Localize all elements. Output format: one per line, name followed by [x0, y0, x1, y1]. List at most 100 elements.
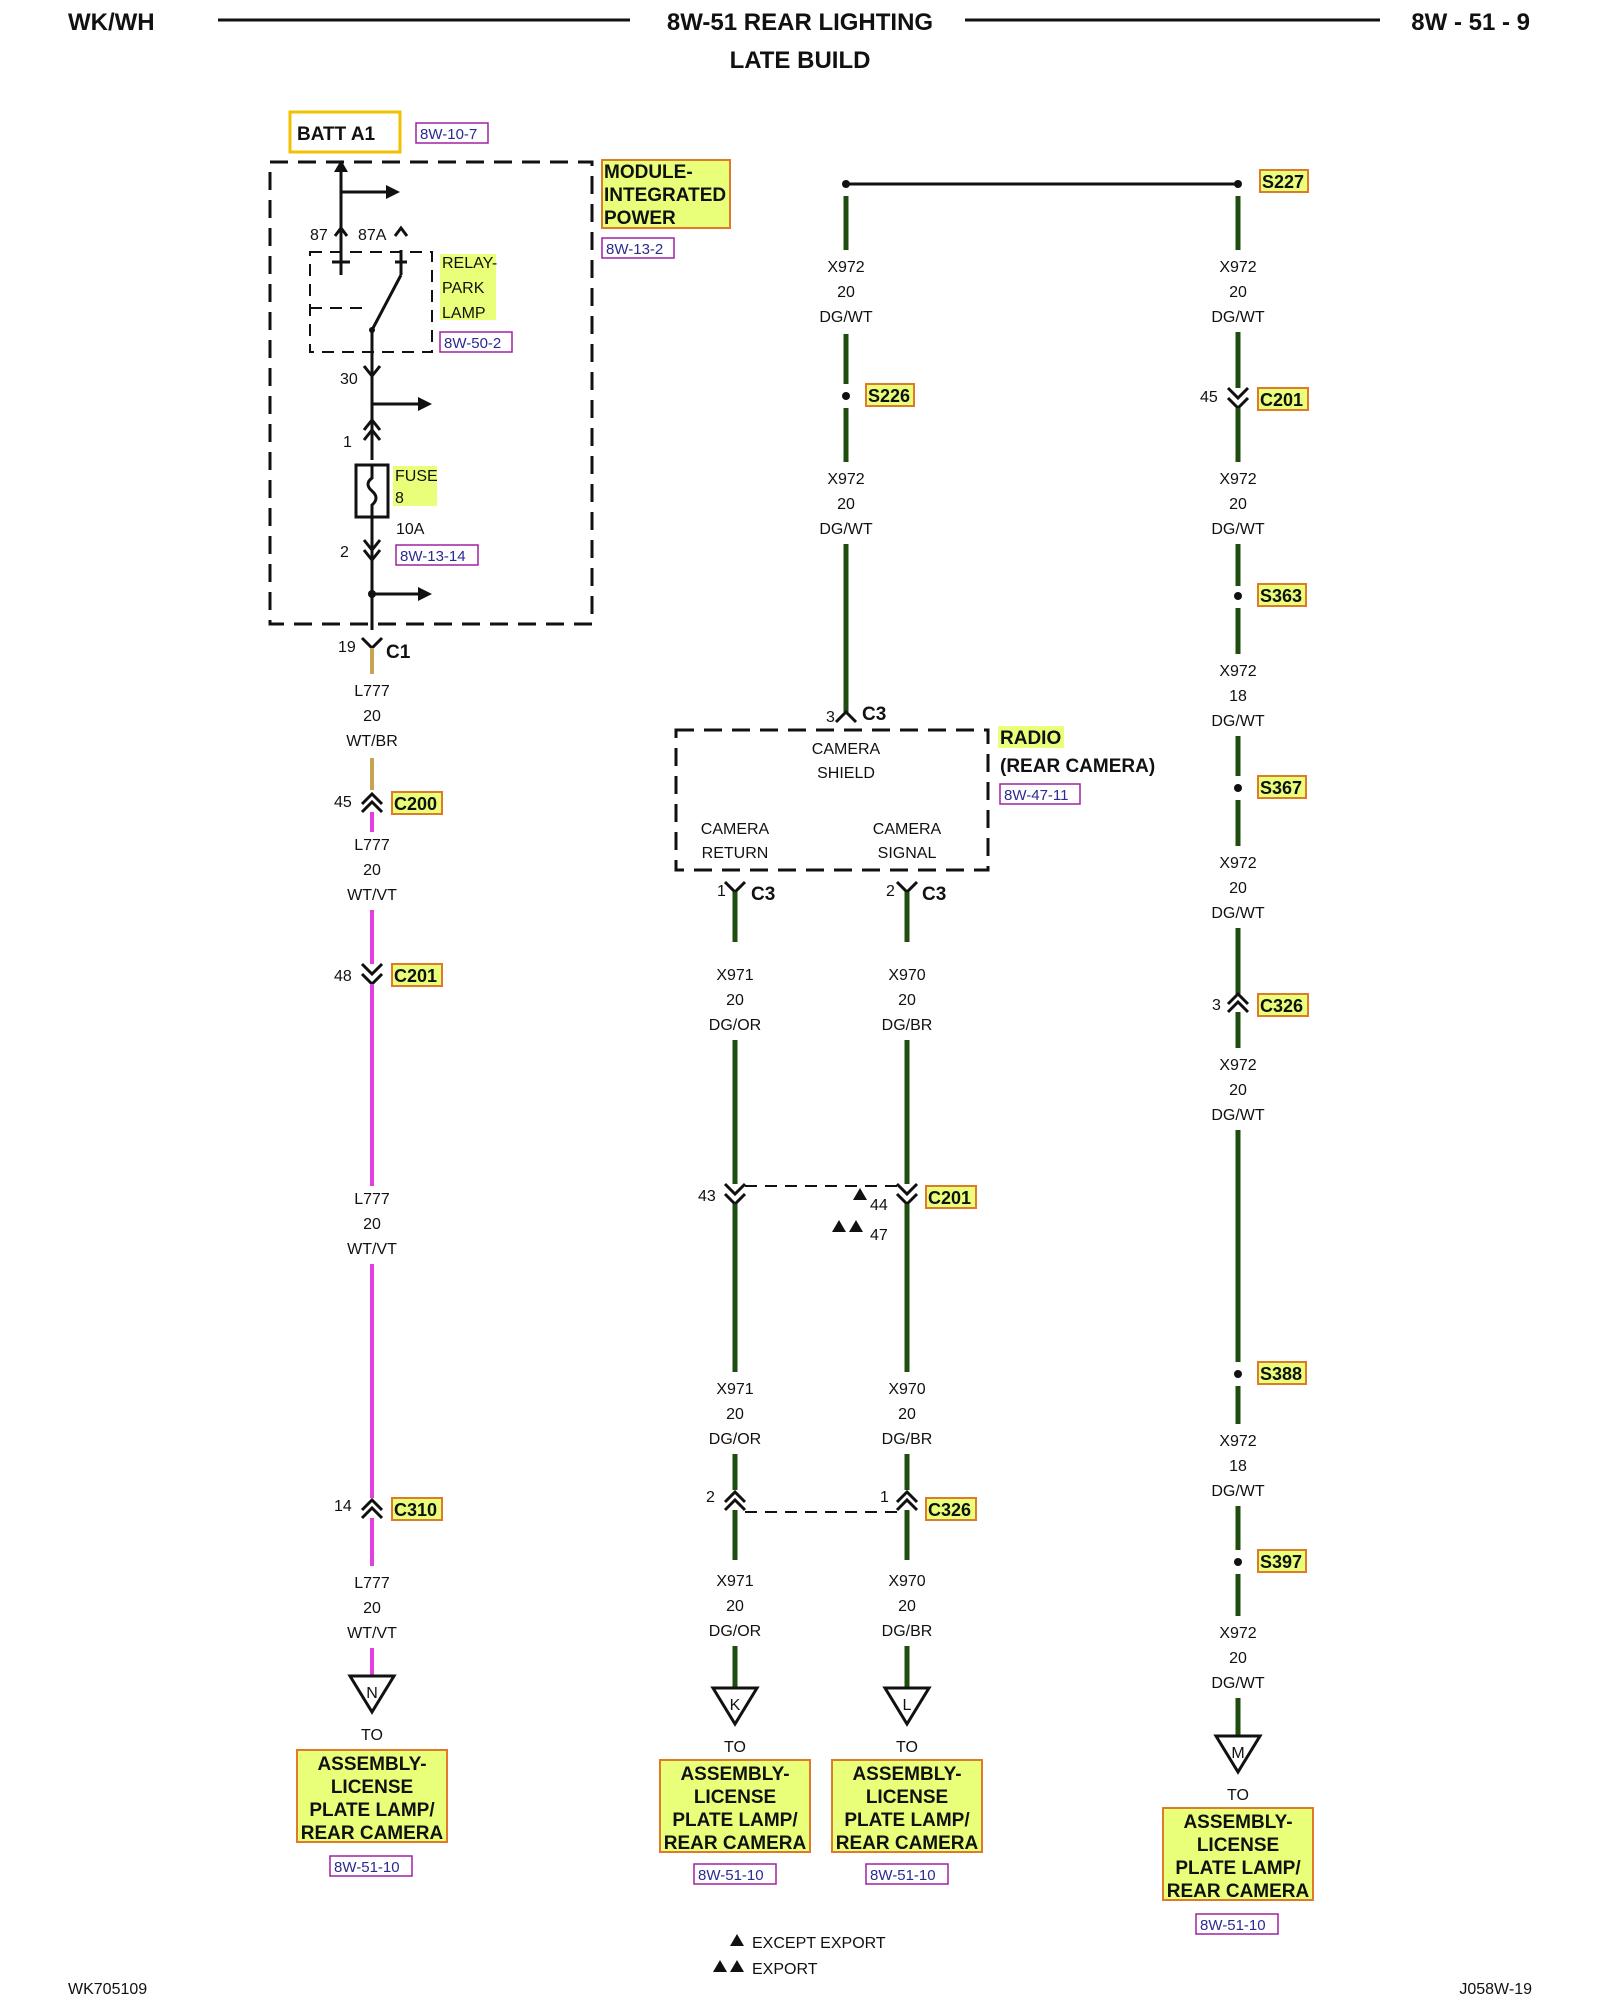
- dest-k-ref: 8W-51-10: [698, 1867, 764, 1884]
- batt-label: BATT A1: [297, 124, 376, 145]
- x970-pin-44: 44: [870, 1197, 888, 1214]
- s363-label: S363: [1260, 586, 1302, 606]
- relay-label-line1: RELAY-: [442, 255, 497, 272]
- batt-ref-box: [415, 122, 489, 144]
- x972-c201-pin: 45: [1200, 389, 1218, 406]
- x971-w3-color: DG/OR: [709, 1623, 761, 1640]
- x971-w2-color: DG/OR: [709, 1431, 761, 1448]
- relay-label-line2: PARK: [442, 280, 485, 297]
- x972-w2-gauge: 20: [1229, 496, 1247, 513]
- x970-w2-circuit: X970: [888, 1381, 925, 1398]
- fuse-label-line1: FUSE: [395, 468, 438, 485]
- dest-k-line4: REAR CAMERA: [664, 1833, 807, 1854]
- l777-w2-color: WT/VT: [347, 887, 397, 904]
- page-header: WK/WH 8W-51 REAR LIGHTING 8W - 51 - 9 LA…: [68, 9, 1530, 74]
- dest-box-n: [296, 1749, 448, 1843]
- legend-single-triangle: [730, 1934, 744, 1946]
- relay-ref-box: [439, 331, 513, 353]
- radio-title-box: [998, 726, 1064, 748]
- fuse-ref: 8W-13-14: [400, 548, 466, 565]
- export-triangle-b: [849, 1220, 863, 1232]
- connector-arrow-k: [710, 1686, 760, 1727]
- x972-w1-color: DG/WT: [1211, 309, 1265, 326]
- l777-w4-gauge: 20: [363, 1600, 381, 1617]
- s226-label: S226: [868, 386, 910, 406]
- to-label-k: TO: [724, 1739, 746, 1756]
- x972-w7-circuit: X972: [1219, 1625, 1256, 1642]
- x972-r-w2-color: DG/WT: [819, 521, 873, 538]
- legend: EXCEPT EXPORT EXPORT: [713, 1934, 886, 1978]
- legend-except-export: EXCEPT EXPORT: [752, 1935, 886, 1952]
- radio-boundary: [674, 728, 990, 872]
- x971-c201-pin: 43: [698, 1188, 716, 1205]
- pin-87: 87: [310, 227, 328, 244]
- x971-c3-pin: 1: [717, 883, 726, 900]
- x972-w4-circuit: X972: [1219, 855, 1256, 872]
- legend-double-triangle-b: [730, 1960, 744, 1972]
- x971-w1-gauge: 20: [726, 992, 744, 1009]
- camera-shield-line1: CAMERA: [812, 741, 881, 758]
- dest-m-ref-box: [1195, 1913, 1279, 1935]
- dest-n-line1: ASSEMBLY-: [317, 1754, 426, 1775]
- to-label-m: TO: [1227, 1787, 1249, 1804]
- dest-m-line1: ASSEMBLY-: [1183, 1812, 1292, 1833]
- batt-ref: 8W-10-7: [420, 126, 477, 143]
- dest-m-ref: 8W-51-10: [1200, 1917, 1266, 1934]
- x971-w2-gauge: 20: [726, 1406, 744, 1423]
- x972-c326-label-box: [1257, 993, 1309, 1017]
- dest-n-line4: REAR CAMERA: [301, 1823, 444, 1844]
- pin-87a: 87A: [358, 227, 387, 244]
- dest-box-k: [659, 1759, 811, 1853]
- x972-c201-label: C201: [1260, 390, 1303, 410]
- to-label-n: TO: [361, 1727, 383, 1744]
- export-triangle-a: [832, 1220, 846, 1232]
- header-subtitle: LATE BUILD: [730, 47, 871, 74]
- dest-l-line4: REAR CAMERA: [836, 1833, 979, 1854]
- connector-arrow-l: [882, 1686, 932, 1727]
- batt-box: [288, 110, 402, 154]
- fuse-label-line2: 8: [395, 490, 404, 507]
- x972-w6-gauge: 18: [1229, 1458, 1247, 1475]
- c201-pin-l777: 48: [334, 968, 352, 985]
- c201-label-box-l777: [391, 963, 443, 987]
- x972-r-w1-circuit: X972: [827, 259, 864, 276]
- c310-pin: 14: [334, 1498, 352, 1515]
- module-label-box: [601, 159, 731, 229]
- module-ref-box: [601, 237, 675, 259]
- x972-w6-color: DG/WT: [1211, 1483, 1265, 1500]
- x970-c201-label-box: [925, 1185, 977, 1209]
- power-module-section: BATT A1 8W-10-7 MODULE- INTEGRATED POWER…: [268, 110, 731, 663]
- pin-1: 1: [343, 434, 352, 451]
- header-title: 8W-51 REAR LIGHTING: [667, 9, 933, 36]
- x970-c326-label: C326: [928, 1500, 971, 1520]
- x970-c3-pin: 2: [886, 883, 895, 900]
- x972-w1-gauge: 20: [1229, 284, 1247, 301]
- x972-w5-gauge: 20: [1229, 1082, 1247, 1099]
- l777-w1-gauge: 20: [363, 708, 381, 725]
- x970-w3-circuit: X970: [888, 1573, 925, 1590]
- x972-w2-circuit: X972: [1219, 471, 1256, 488]
- x970-c201-label: C201: [928, 1188, 971, 1208]
- s226-label-box: [865, 383, 915, 407]
- relay-label-line3: LAMP: [442, 305, 486, 322]
- l777-w1-circuit: L777: [354, 683, 390, 700]
- legend-double-triangle-a: [713, 1960, 727, 1972]
- x972-c326-label: C326: [1260, 996, 1303, 1016]
- dest-k-line1: ASSEMBLY-: [680, 1764, 789, 1785]
- c201-label-l777: C201: [394, 966, 437, 986]
- footer-left: WK705109: [68, 1981, 147, 1998]
- c310-label: C310: [394, 1500, 437, 1520]
- x970-w3-color: DG/BR: [882, 1623, 933, 1640]
- x970-w1-circuit: X970: [888, 967, 925, 984]
- x970-c3-label: C3: [922, 884, 946, 905]
- header-right: 8W - 51 - 9: [1411, 9, 1530, 36]
- x970-pin-47: 47: [870, 1227, 888, 1244]
- camera-signal-line1: CAMERA: [873, 821, 942, 838]
- relay-ref: 8W-50-2: [444, 335, 501, 352]
- x972-r-w1-gauge: 20: [837, 284, 855, 301]
- c1-pin: 19: [338, 639, 356, 656]
- x971-w2-circuit: X971: [716, 1381, 753, 1398]
- x970-w2-gauge: 20: [898, 1406, 916, 1423]
- x972-w3-color: DG/WT: [1211, 713, 1265, 730]
- x972-w7-gauge: 20: [1229, 1650, 1247, 1667]
